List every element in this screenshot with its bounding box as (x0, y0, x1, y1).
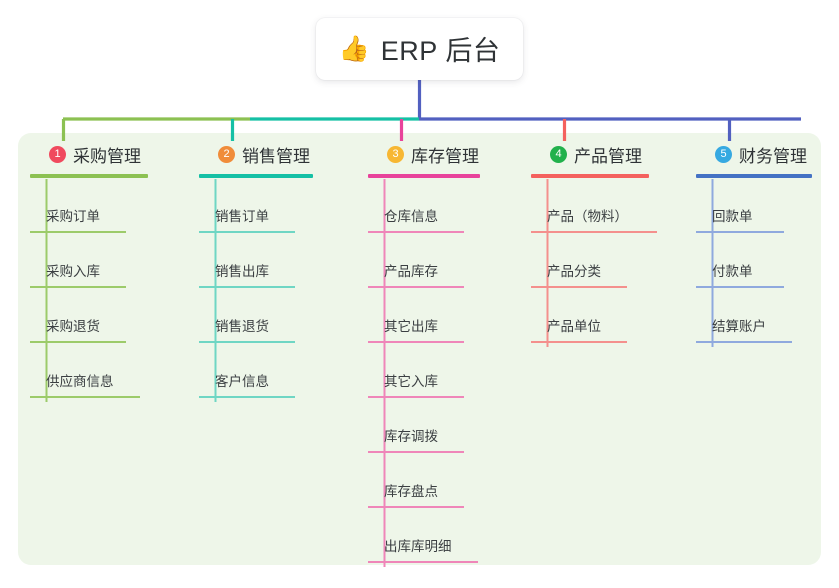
branch-child-item[interactable]: 产品分类 (531, 233, 627, 288)
branch-number-badge: 1 (49, 145, 66, 163)
branch-child-label: 其它出库 (384, 319, 438, 334)
branch-column-5: 5 财务管理回款单付款单结算账户 (696, 141, 812, 343)
root-node-content: 👍 ERP 后台 (339, 29, 501, 68)
branch-panel-background (18, 133, 821, 565)
branch-child-rule (199, 286, 295, 288)
branch-child-label: 采购退货 (46, 319, 100, 334)
branch-child-item[interactable]: 销售退货 (199, 288, 295, 343)
branch-title-label: 采购管理 (73, 146, 141, 166)
branch-child-rule (199, 341, 295, 343)
branch-title-label: 库存管理 (411, 146, 479, 166)
branch-number-badge: 3 (387, 145, 404, 163)
branch-child-item[interactable]: 付款单 (696, 233, 784, 288)
branch-child-rule (368, 451, 464, 453)
branch-children-2: 销售订单销售出库销售退货客户信息 (199, 178, 313, 398)
branch-child-item[interactable]: 其它入库 (368, 343, 464, 398)
branch-children-3: 仓库信息产品库存其它出库其它入库库存调拨库存盘点出库库明细 (368, 178, 480, 563)
branch-child-item[interactable]: 采购退货 (30, 288, 126, 343)
branch-title-label: 财务管理 (739, 146, 807, 166)
branch-child-rule (30, 231, 126, 233)
branch-header-3[interactable]: 3 库存管理 (368, 141, 480, 167)
branch-child-rule (30, 341, 126, 343)
branch-child-item[interactable]: 供应商信息 (30, 343, 140, 398)
branch-column-2: 2 销售管理销售订单销售出库销售退货客户信息 (199, 141, 313, 398)
branch-column-1: 1 采购管理采购订单采购入库采购退货供应商信息 (30, 141, 148, 398)
branch-child-label: 回款单 (712, 209, 753, 224)
branch-child-label: 采购入库 (46, 264, 100, 279)
branch-child-item[interactable]: 库存调拨 (368, 398, 464, 453)
branch-child-item[interactable]: 回款单 (696, 178, 784, 233)
branch-header-1[interactable]: 1 采购管理 (30, 141, 148, 167)
branch-column-4: 4 产品管理产品（物料） 产品分类产品单位 (531, 141, 657, 343)
branch-child-label: 采购订单 (46, 209, 100, 224)
branch-child-rule (368, 396, 464, 398)
branch-child-rule (696, 231, 784, 233)
branch-child-rule (696, 286, 784, 288)
branch-child-item[interactable]: 其它出库 (368, 288, 464, 343)
branch-number-badge: 5 (715, 145, 732, 163)
branch-header-rule (368, 174, 480, 178)
branch-children-1: 采购订单采购入库采购退货供应商信息 (30, 178, 148, 398)
branch-child-item[interactable]: 产品单位 (531, 288, 627, 343)
branch-children-5: 回款单付款单结算账户 (696, 178, 812, 343)
branch-header-rule (696, 174, 812, 178)
branch-header-rule (30, 174, 148, 178)
branch-child-item[interactable]: 结算账户 (696, 288, 792, 343)
branch-child-label: 库存调拨 (384, 429, 438, 444)
branch-child-label: 仓库信息 (384, 209, 438, 224)
branch-child-label: 产品（物料） (547, 209, 628, 224)
root-node[interactable]: 👍 ERP 后台 (316, 18, 523, 80)
branch-child-item[interactable]: 销售出库 (199, 233, 295, 288)
branch-child-rule (368, 286, 464, 288)
branch-child-label: 产品库存 (384, 264, 438, 279)
branch-header-5[interactable]: 5 财务管理 (696, 141, 812, 167)
branch-child-rule (531, 231, 657, 233)
branch-child-label: 产品单位 (547, 319, 601, 334)
branch-child-item[interactable]: 库存盘点 (368, 453, 464, 508)
branch-child-rule (199, 231, 295, 233)
branch-number-badge: 4 (550, 145, 567, 163)
branch-child-item[interactable]: 采购订单 (30, 178, 126, 233)
branch-child-label: 销售退货 (215, 319, 269, 334)
branch-child-item[interactable]: 产品库存 (368, 233, 464, 288)
branch-column-3: 3 库存管理仓库信息产品库存其它出库其它入库库存调拨库存盘点出库库明细 (368, 141, 480, 563)
thumbs-up-icon: 👍 (338, 33, 370, 63)
branch-child-item[interactable]: 出库库明细 (368, 508, 478, 563)
branch-child-label: 结算账户 (712, 319, 766, 334)
branch-child-item[interactable]: 客户信息 (199, 343, 295, 398)
branch-child-label: 库存盘点 (384, 484, 438, 499)
branch-child-label: 客户信息 (215, 374, 269, 389)
branch-child-rule (368, 506, 464, 508)
root-node-label: ERP 后台 (380, 35, 501, 66)
branch-children-4: 产品（物料） 产品分类产品单位 (531, 178, 657, 343)
branch-child-rule (531, 286, 627, 288)
branch-child-rule (199, 396, 295, 398)
branch-child-label: 销售订单 (215, 209, 269, 224)
branch-child-label: 付款单 (712, 264, 753, 279)
branch-child-label: 供应商信息 (46, 374, 114, 389)
branch-title-label: 产品管理 (574, 146, 642, 166)
branch-title-label: 销售管理 (242, 146, 310, 166)
branch-child-rule (30, 286, 126, 288)
branch-child-label: 产品分类 (547, 264, 601, 279)
branch-child-label: 其它入库 (384, 374, 438, 389)
branch-child-item[interactable]: 仓库信息 (368, 178, 464, 233)
branch-header-rule (199, 174, 313, 178)
branch-header-rule (531, 174, 649, 178)
branch-child-rule (368, 561, 478, 563)
branch-header-4[interactable]: 4 产品管理 (531, 141, 649, 167)
branch-child-label: 销售出库 (215, 264, 269, 279)
branch-child-rule (30, 396, 140, 398)
branch-child-rule (696, 341, 792, 343)
branch-child-item[interactable]: 采购入库 (30, 233, 126, 288)
branch-child-rule (368, 341, 464, 343)
branch-child-rule (531, 341, 627, 343)
branch-number-badge: 2 (218, 145, 235, 163)
branch-child-item[interactable]: 销售订单 (199, 178, 295, 233)
branch-child-item[interactable]: 产品（物料） (531, 178, 657, 233)
branch-header-2[interactable]: 2 销售管理 (199, 141, 313, 167)
branch-child-rule (368, 231, 464, 233)
branch-child-label: 出库库明细 (384, 539, 452, 554)
